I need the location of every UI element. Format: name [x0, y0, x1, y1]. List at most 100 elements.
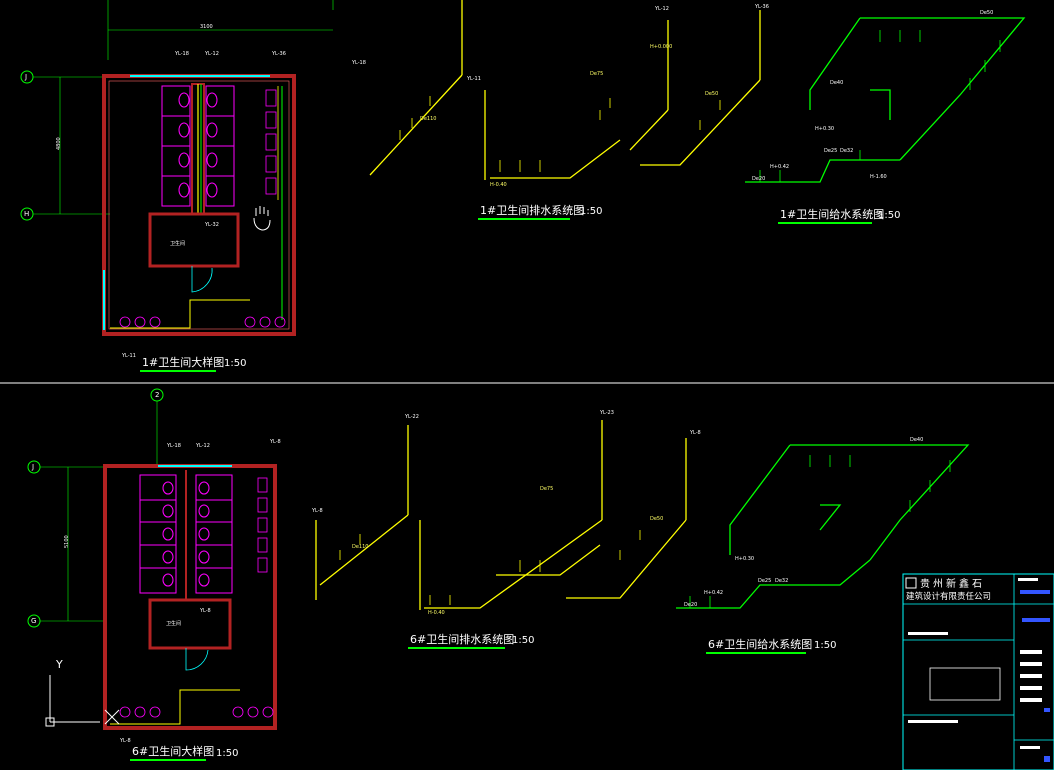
basins-bottom-right — [244, 316, 286, 328]
grid-label-h-top: H — [24, 210, 29, 218]
supply-size-b3: De32 — [775, 578, 788, 584]
pipe-tag-5: YL-11 — [121, 353, 136, 359]
top-supply-scale: 1:50 — [878, 210, 900, 221]
supply-branch-left — [809, 17, 861, 110]
top-toilet-plan[interactable]: J H 4800 3100 — [20, 0, 334, 372]
drain-tag-4: YL-36 — [754, 4, 769, 10]
drain-size-b2: De75 — [540, 486, 553, 492]
dim-text-side-bottom: 5100 — [64, 535, 70, 548]
grid-label-j-bottom: J — [31, 463, 34, 471]
toilet-stalls-left-bottom — [139, 474, 177, 594]
supply-branch-bottom — [745, 159, 900, 183]
dim-text-top: 3100 — [200, 24, 213, 30]
drain-tag-2: YL-11 — [466, 76, 481, 82]
supply-branch-b-left — [729, 444, 791, 555]
supply-drops-bottom — [689, 455, 951, 608]
bottom-supply-scale: 1:50 — [814, 640, 836, 651]
plan-outer-wall — [102, 74, 296, 336]
drain-size-3: De50 — [705, 91, 718, 97]
top-drain-scale: 1:50 — [580, 206, 602, 217]
urinals-right-wall-bottom — [257, 477, 268, 573]
plan-inner-wall-line — [108, 80, 290, 330]
ucs-y-label: Y — [55, 658, 63, 671]
title-block[interactable]: 贵州新鑫石 建筑设计有限责任公司 — [902, 573, 1054, 770]
bottom-plan-scale: 1:50 — [216, 748, 238, 759]
grid-label-g: G — [31, 617, 36, 625]
drain-diag-c — [629, 109, 669, 151]
basins-bottom-row — [119, 706, 274, 718]
drain-tag-b3: YL-8 — [689, 430, 701, 436]
top-supply-system[interactable]: De20 De25 De32 De40 De50 H+0.42 H+0.30 H… — [745, 10, 1026, 183]
bottom-supply-system[interactable]: De20 De25 De32 De40 H+0.42 H+0.30 — [676, 437, 970, 609]
drain-tag-1: YL-18 — [351, 60, 366, 66]
bottom-plan-title: 6#卫生间大样图 — [132, 744, 214, 758]
drain-size-1: De110 — [420, 116, 436, 122]
pipe-tag-b4: YL-8 — [199, 608, 211, 614]
title-block-company-line1: 贵州新鑫石 — [920, 577, 985, 590]
top-plan-title: 1#卫生间大样图 — [142, 355, 224, 369]
grid-label-2: 2 — [155, 391, 159, 399]
grid-label-j-top: J — [24, 73, 27, 81]
supply-size-b5: H+0.42 — [704, 590, 723, 596]
supply-size-7: H+0.30 — [815, 126, 834, 132]
vestibule-walls-bottom — [148, 598, 232, 650]
door-swing-bottom — [185, 648, 209, 671]
supply-main-b — [790, 444, 970, 561]
supply-size-6: H+0.42 — [770, 164, 789, 170]
vestibule-walls — [148, 212, 240, 268]
plan-outer-wall-bottom — [103, 464, 277, 730]
drain-size-5: H+0.000 — [650, 44, 672, 50]
supply-branch-b-mid — [819, 504, 842, 531]
supply-branch-b-bottom — [676, 559, 871, 609]
drain-diag-b-b — [319, 514, 409, 586]
title-block-frame — [902, 573, 1054, 770]
drain-diag-b-e — [566, 519, 687, 599]
cursor-crosshair-icon — [104, 709, 120, 725]
supply-size-2: De25 — [824, 148, 837, 154]
pipe-tag-b1: YL-18 — [166, 443, 181, 449]
drain-pipe-bottom — [110, 299, 250, 329]
drain-diag-a — [369, 74, 463, 176]
supply-size-b6: H+0.30 — [735, 556, 754, 562]
drain-size-2: De75 — [590, 71, 603, 77]
urinals-right-wall — [265, 89, 277, 195]
drain-tag-b1: YL-22 — [404, 414, 419, 420]
room-label-bottom: 卫生间 — [166, 620, 181, 627]
pipe-tag-b3: YL-8 — [269, 439, 281, 445]
drain-tag-b4: YL-8 — [311, 508, 323, 514]
supply-size-3: De32 — [840, 148, 853, 154]
door-swing — [191, 266, 213, 293]
toilet-stalls-right-bottom — [195, 474, 233, 594]
pipe-tag-2: YL-12 — [204, 51, 219, 57]
title-block-company-logo — [905, 577, 917, 589]
supply-size-b4: De40 — [910, 437, 923, 443]
top-supply-title: 1#卫生间给水系统图 — [780, 207, 884, 221]
pipe-tag-4: YL-32 — [204, 222, 219, 228]
drain-main-b — [424, 519, 603, 609]
bottom-supply-title: 6#卫生间给水系统图 — [708, 637, 812, 651]
supply-size-5: De50 — [980, 10, 993, 16]
title-block-stamp-box — [929, 667, 1001, 701]
supply-size-8: H-1.60 — [870, 174, 887, 180]
drain-size-b4: H-0.40 — [428, 610, 445, 616]
drain-diag-d — [640, 79, 761, 166]
bottom-drain-system[interactable]: YL-22 YL-23 YL-8 YL-8 De110 De75 De50 H-… — [311, 410, 701, 616]
supply-drops — [759, 30, 1001, 182]
toilet-stalls-right — [205, 85, 235, 207]
supply-size-b1: De20 — [684, 602, 697, 608]
bottom-toilet-plan[interactable]: 2 J G 5100 — [27, 388, 281, 761]
bottom-drain-scale: 1:50 — [512, 635, 534, 646]
top-drain-system[interactable]: YL-18 YL-11 YL-12 YL-36 De110 De75 De50 … — [351, 0, 769, 188]
drain-tag-b2: YL-23 — [599, 410, 614, 416]
drain-size-b1: De110 — [352, 544, 368, 550]
basins-bottom-left — [119, 316, 161, 328]
title-block-cells — [908, 578, 1042, 749]
ucs-axis-icon — [45, 675, 100, 727]
drain-branches-bottom — [339, 530, 641, 605]
supply-main-top — [860, 17, 1026, 161]
top-drain-title: 1#卫生间排水系统图 — [480, 203, 584, 217]
drain-size-b3: De50 — [650, 516, 663, 522]
supply-size-1: De20 — [752, 176, 765, 182]
drain-pipe-bottom-plan — [110, 689, 240, 725]
